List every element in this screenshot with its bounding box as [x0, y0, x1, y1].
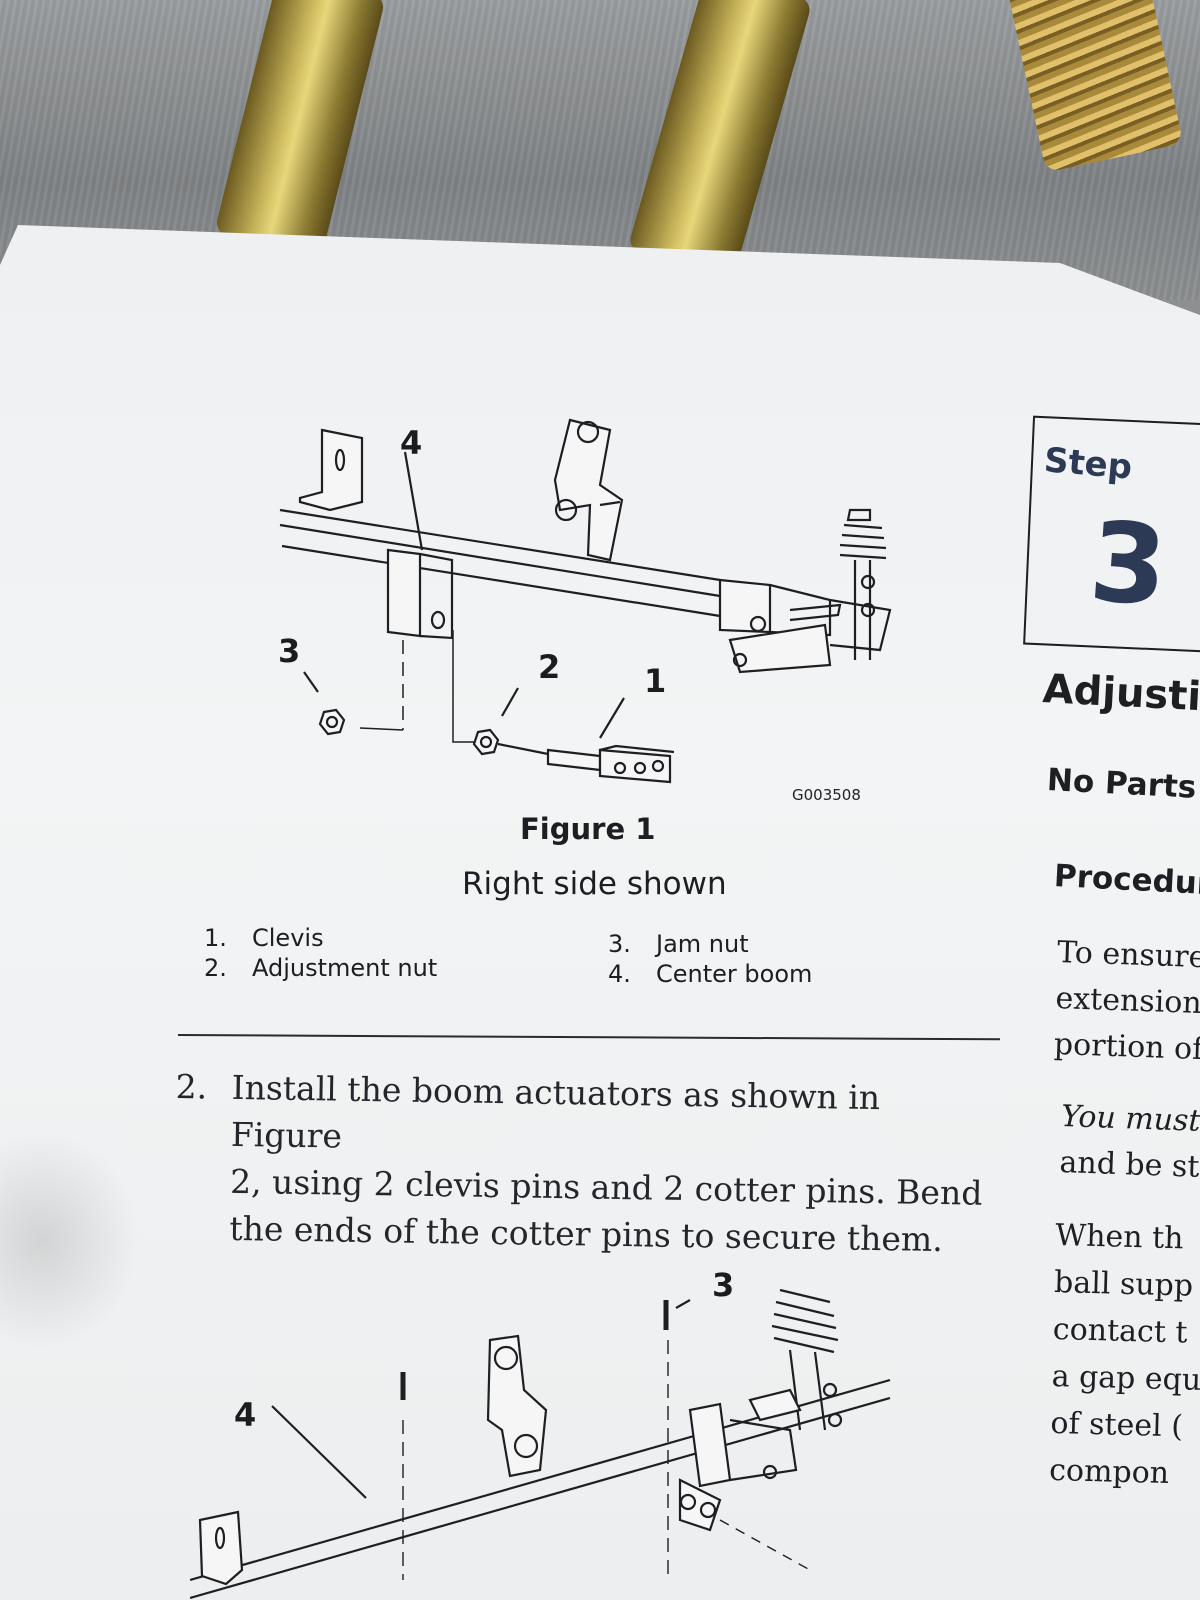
procedure-paragraph-1: To ensure t extension l portion of	[1053, 934, 1200, 1068]
figure-2-drawing	[190, 1288, 891, 1600]
instruction-text: Install the boom actuators as shown in F…	[229, 1067, 983, 1260]
legend-item: 2.Adjustment nut	[204, 954, 438, 982]
figure-1-caption: Right side shown	[462, 866, 727, 902]
figure-1-legend-right: 3.Jam nut 4.Center boom	[608, 930, 812, 990]
instruction-number: 2.	[175, 1066, 208, 1107]
procedure-paragraph-2: You must and be st	[1058, 1098, 1200, 1185]
figure-1-legend-left: 1.Clevis 2.Adjustment nut	[204, 924, 437, 984]
figure-1-callout-3: 3	[278, 632, 301, 670]
figure-1-callout-1: 1	[644, 662, 667, 700]
figure-1-drawing	[279, 418, 892, 784]
figure-2-callout-4: 4	[234, 1396, 257, 1434]
figure-1-callout-4: 4	[400, 424, 423, 462]
paper-shadow	[0, 1130, 140, 1350]
figure-1-code: G003508	[792, 786, 861, 804]
step-label: Step	[1042, 440, 1134, 488]
figure-1-callout-2: 2	[538, 648, 561, 686]
figure-2-callout-3: 3	[712, 1266, 735, 1304]
step-number: 3	[1085, 497, 1171, 631]
legend-item: 1.Clevis	[204, 924, 324, 952]
legend-item: 4.Center boom	[608, 960, 813, 988]
procedure-paragraph-3: When th ball supp contact t a gap equ of…	[1048, 1217, 1200, 1492]
legend-item: 3.Jam nut	[608, 930, 749, 958]
figure-1-title: Figure 1	[520, 812, 656, 846]
